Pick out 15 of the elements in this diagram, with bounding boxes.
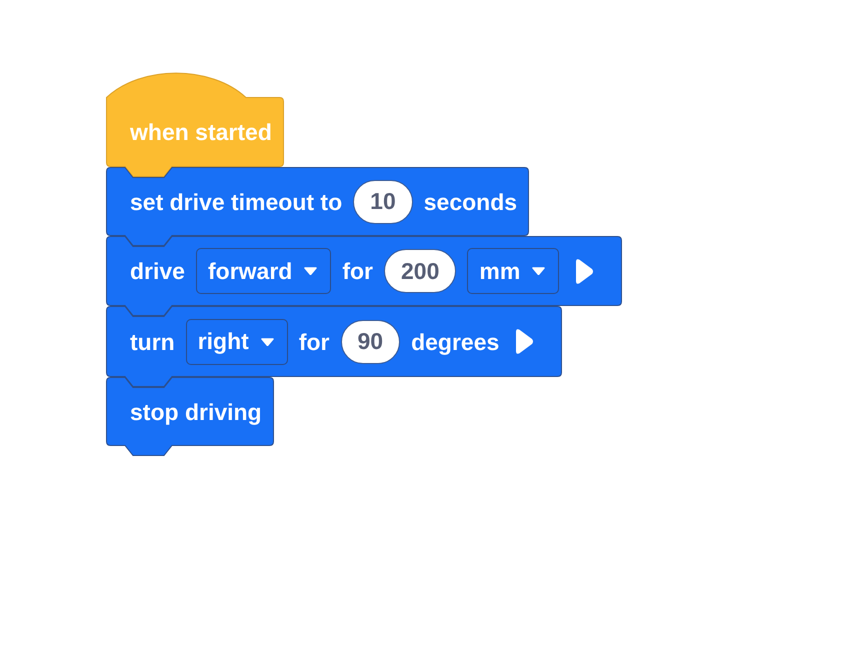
- block-label: for: [298, 328, 330, 354]
- dropdown-field: mm: [467, 248, 560, 294]
- code-block: [106, 377, 274, 456]
- block-label: stop driving: [130, 398, 262, 424]
- block-label: set drive timeout to: [130, 188, 342, 214]
- block-label: for: [342, 258, 373, 284]
- dropdown-field: right: [186, 318, 288, 364]
- block-label: drive: [130, 258, 185, 284]
- code-block: [106, 306, 562, 387]
- block-label: seconds: [424, 188, 518, 214]
- block-label: when started: [130, 119, 272, 145]
- hat-block: [106, 73, 284, 177]
- block-label: turn: [130, 328, 175, 354]
- dropdown-field: forward: [196, 248, 332, 294]
- block-label: degrees: [411, 328, 500, 354]
